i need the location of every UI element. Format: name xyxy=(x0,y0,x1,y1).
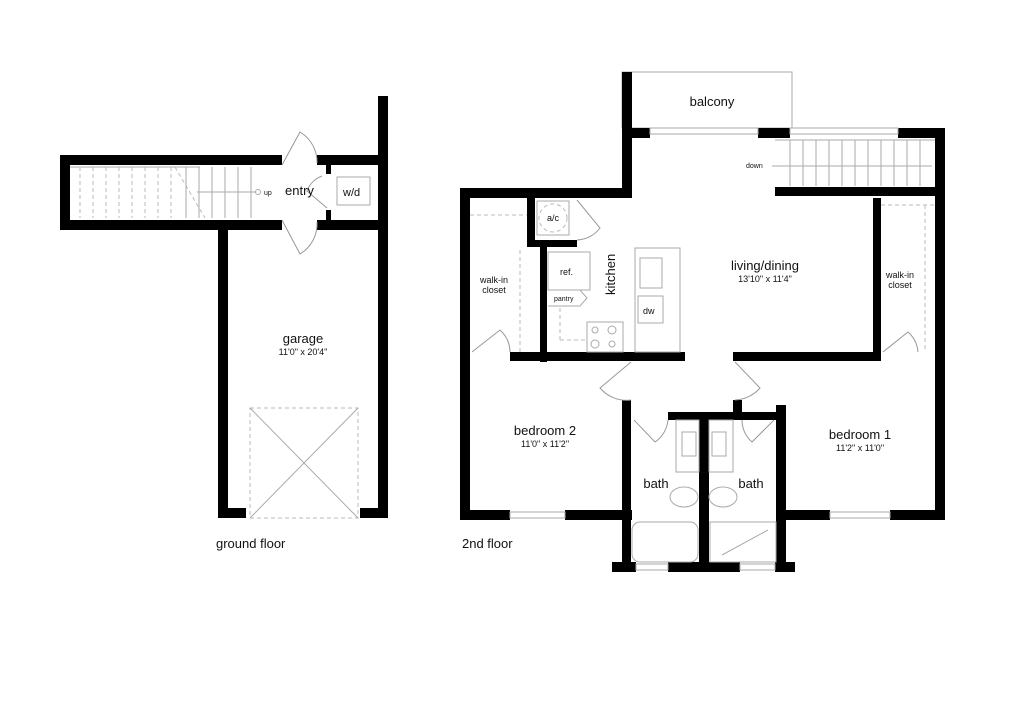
living-dining-label: living/dining xyxy=(731,258,799,273)
windows xyxy=(509,127,899,571)
ground-floor-caption: ground floor xyxy=(216,536,286,551)
left-walkin-closet: walk-in closet xyxy=(470,214,527,353)
stairs-down: down xyxy=(746,139,935,186)
bath-left-label: bath xyxy=(643,476,668,491)
right-walkin-closet: walk-in closet xyxy=(881,204,935,353)
left-closet-label-2: closet xyxy=(482,285,506,295)
balcony-label: balcony xyxy=(690,94,735,109)
second-floor-plan: balcony xyxy=(460,71,945,572)
entry-label: entry xyxy=(285,183,314,198)
entry-doors xyxy=(281,131,328,255)
bath-right-label: bath xyxy=(738,476,763,491)
left-closet-label-1: walk-in xyxy=(479,275,508,285)
kitchen-label: kitchen xyxy=(603,254,618,295)
bedroom-1-label: bedroom 1 xyxy=(829,427,891,442)
bedroom-1-dimensions: 11'2" x 11'0" xyxy=(836,443,884,453)
bathrooms: bath bath xyxy=(631,419,777,563)
stairs-down-label: down xyxy=(746,163,763,170)
ac-unit: a/c xyxy=(536,199,601,241)
garage-door-outline xyxy=(249,407,359,519)
stairs-up-label: up xyxy=(264,190,272,197)
garage-dimensions: 11'0" x 20'4" xyxy=(279,347,328,357)
bedroom-2-dimensions: 11'0" x 11'2" xyxy=(521,439,569,449)
living-dining-dimensions: 13'10" x 11'4" xyxy=(738,274,792,284)
dishwasher-label: dw xyxy=(643,306,655,316)
bedroom-doors xyxy=(599,361,775,443)
washer-dryer-label: w/d xyxy=(342,187,360,199)
ground-floor-walls xyxy=(60,96,388,518)
ground-floor-plan: up entry w/d garage 11'0" x 20'4" ground… xyxy=(60,96,388,551)
refrigerator-label: ref. xyxy=(560,267,573,277)
second-floor-walls xyxy=(460,128,945,572)
second-floor-caption: 2nd floor xyxy=(462,536,513,551)
stairs-up: up xyxy=(70,166,272,219)
right-closet-label-2: closet xyxy=(888,280,912,290)
washer-dryer: w/d xyxy=(336,176,371,206)
garage-label: garage xyxy=(283,331,323,346)
right-closet-label-1: walk-in xyxy=(885,270,914,280)
balcony: balcony xyxy=(621,71,793,132)
kitchen: ref. pantry kitchen dw xyxy=(547,247,681,353)
bedroom-2-label: bedroom 2 xyxy=(514,423,576,438)
pantry-label: pantry xyxy=(554,296,574,303)
ac-label: a/c xyxy=(547,213,560,223)
